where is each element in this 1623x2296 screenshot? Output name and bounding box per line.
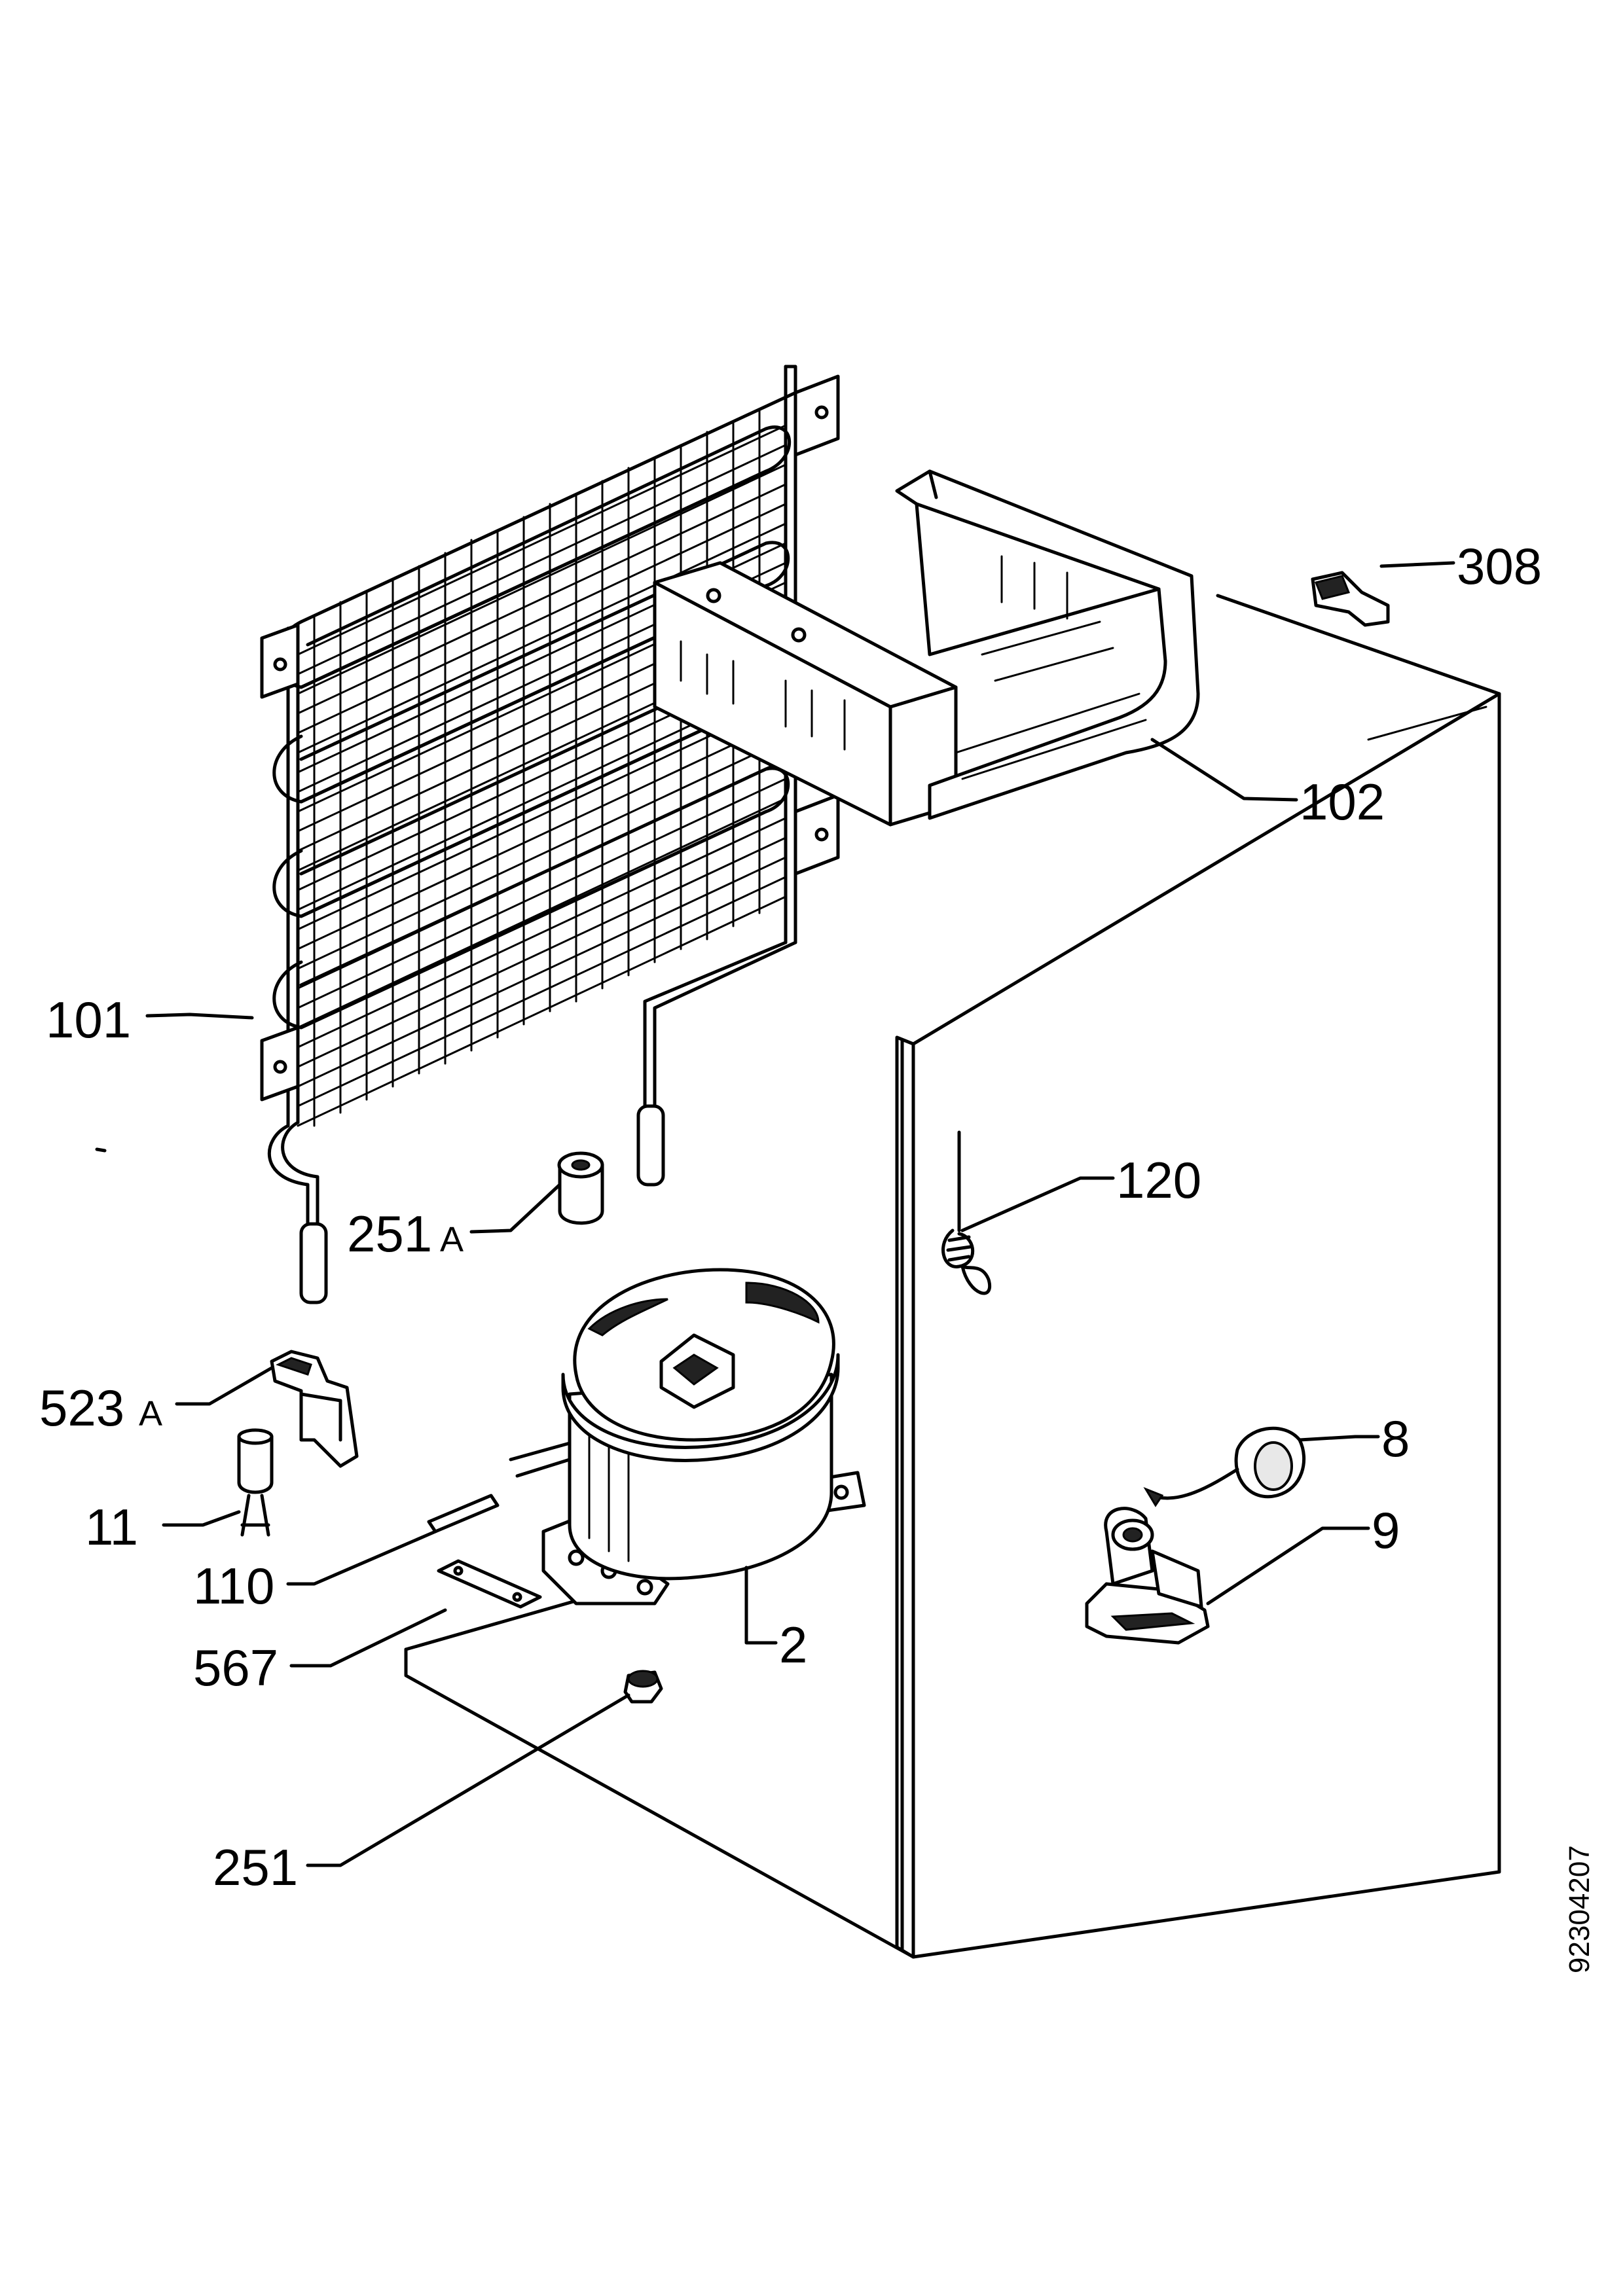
- label-2: 2: [779, 1616, 807, 1674]
- cabinet-body: [404, 594, 1501, 1959]
- sensor-probe-120: [941, 1130, 992, 1295]
- condenser-coil: [260, 365, 840, 1304]
- capacitor-11: [237, 1428, 274, 1537]
- stray-mark: [95, 1147, 107, 1153]
- relay-523a: [270, 1350, 359, 1468]
- label-523a-number: 523: [39, 1379, 124, 1437]
- label-102: 102: [1300, 773, 1385, 831]
- label-308: 308: [1457, 537, 1542, 595]
- leader-lines: [145, 561, 1455, 1867]
- label-567: 567: [193, 1639, 278, 1696]
- label-101: 101: [46, 991, 131, 1049]
- compressor: [509, 1268, 866, 1605]
- label-251a-number: 251: [347, 1205, 432, 1263]
- label-8: 8: [1381, 1410, 1410, 1467]
- label-251a-suffix: A: [440, 1220, 464, 1259]
- compressor-cradle: [653, 469, 1200, 827]
- thermostat-8: [1143, 1426, 1306, 1507]
- strip-567: [437, 1559, 542, 1609]
- tube-110: [427, 1494, 500, 1534]
- label-251: 251: [213, 1839, 298, 1896]
- label-120: 120: [1116, 1151, 1201, 1209]
- drawing-code: 92304207: [1563, 1845, 1596, 1973]
- label-9: 9: [1372, 1501, 1400, 1559]
- label-11: 11: [85, 1498, 138, 1556]
- label-523a-suffix: A: [139, 1394, 162, 1433]
- label-110: 110: [193, 1557, 274, 1615]
- clip-308: [1311, 571, 1390, 627]
- grommet-251: [623, 1670, 663, 1704]
- thermostat-housing-9: [1085, 1507, 1210, 1645]
- part-labels: 308 102 101 120 251 A 523 A 8 9 11 110 2…: [39, 537, 1542, 1896]
- grommet-251a: [557, 1151, 604, 1225]
